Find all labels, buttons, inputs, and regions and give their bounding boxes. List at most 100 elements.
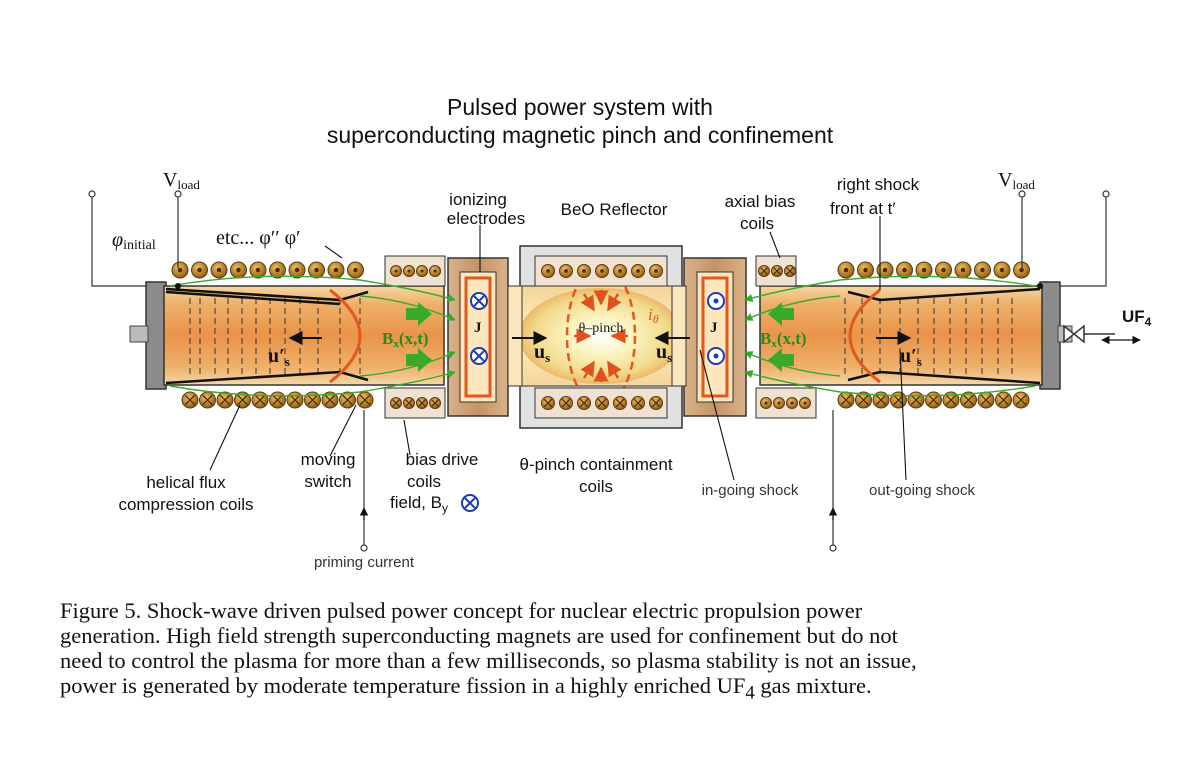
phi-initial-label: φinitial <box>112 229 156 253</box>
coil-left-bottom-cross <box>324 394 336 406</box>
title-line-1: Pulsed power system with <box>447 94 713 120</box>
left-current-loop <box>464 276 492 398</box>
coil-right-bottom-cross <box>963 394 974 406</box>
helical-label-2: compression coils <box>118 495 253 514</box>
coil-theta-top-center <box>618 269 622 273</box>
coil-theta-bottom-cross <box>633 398 643 408</box>
coil-left-top-center <box>255 267 261 273</box>
coil-axial-bottom-center <box>777 401 781 405</box>
leader-lines <box>209 216 907 481</box>
coil-left-bottom-cross <box>254 394 266 406</box>
coil-bias-bottom-cross <box>405 399 413 407</box>
caption-line-1: Figure 5. Shock-wave driven pulsed power… <box>60 598 863 623</box>
theta-containment-label-1: θ-pinch containment <box>519 455 672 474</box>
right-connector <box>671 285 687 387</box>
coil-theta-bottom-cross <box>561 398 571 408</box>
uf4-label: UF4 <box>1122 307 1152 329</box>
coil-theta-top-center <box>546 269 550 273</box>
moving-label-2: switch <box>304 472 351 491</box>
coil-axial-bottom-center <box>790 401 794 405</box>
caption-line-3: need to control the plasma for more than… <box>60 648 917 673</box>
axial-label-2: coils <box>740 214 774 233</box>
coil-right-bottom-cross <box>910 394 922 406</box>
bias-drive-label-1: bias drive <box>406 450 479 469</box>
coil-right-bottom-cross <box>928 394 939 406</box>
coil-theta-bottom-cross <box>597 398 607 408</box>
coil-right-top-center <box>843 267 849 273</box>
bias-drive-label-2: coils <box>407 472 441 491</box>
coil-bias-top-center <box>420 269 424 273</box>
moving-label-1: moving <box>301 450 356 469</box>
coil-left-bottom-cross <box>237 394 248 406</box>
coil-theta-top-center <box>564 269 568 273</box>
terminal-leads <box>91 196 1107 545</box>
junction-dots <box>175 283 1043 289</box>
coil-left-bottom-cross <box>342 394 353 406</box>
coil-right-top-center <box>960 267 966 273</box>
left-shock-front <box>329 288 362 384</box>
coil-right-bottom-cross <box>875 394 887 406</box>
coil-left-bottom-cross <box>289 394 301 406</box>
coil-bias-bottom-cross <box>431 399 439 407</box>
coil-bias-top-center <box>407 269 411 273</box>
coil-right-bottom-cross <box>840 394 852 406</box>
priming-current-label: priming current <box>314 554 415 571</box>
coil-left-top-center <box>333 267 339 273</box>
right-end-cap <box>1039 281 1061 390</box>
coil-theta-top-center <box>582 269 586 273</box>
coil-theta-top-center <box>636 269 640 273</box>
coil-right-bottom-cross <box>980 394 992 406</box>
ionizing-label-1: ionizing <box>449 190 507 209</box>
coil-theta-top-center <box>654 269 658 273</box>
coil-right-top-center <box>999 267 1005 273</box>
in-going-shock-label: in-going shock <box>702 482 799 499</box>
coil-left-bottom-cross <box>219 394 231 406</box>
us-left-prime-label: u′s <box>268 345 290 369</box>
coil-bias-bottom-cross <box>418 399 426 407</box>
beo-label: BeO Reflector <box>561 200 668 219</box>
left-wall-lines <box>189 298 361 375</box>
v-load-left-label: Vload <box>163 169 200 192</box>
plasma-core <box>519 288 683 384</box>
right-wall-lines <box>844 298 1013 375</box>
coil-left-bottom-cross <box>307 394 318 406</box>
coil-left-bottom-cross <box>272 394 283 406</box>
field-lines <box>169 275 1036 397</box>
coil-right-bottom-cross <box>858 394 869 406</box>
i-theta-label: iθ <box>648 305 659 326</box>
bx-right-label: Bx(x,t) <box>760 329 807 350</box>
field-push-arrows <box>406 302 794 372</box>
coil-bias-bottom-cross <box>392 399 400 407</box>
coil-left-bottom-cross <box>359 394 371 406</box>
coil-axial-top-cross <box>760 267 768 275</box>
green-arrow-right-top <box>768 302 794 326</box>
coil-bias-top-center <box>433 269 437 273</box>
caption-line-2: generation. High field strength supercon… <box>60 623 898 648</box>
coil-left-top-center <box>197 267 202 273</box>
us-right-prime-label: u′s <box>900 345 922 369</box>
coil-right-top-center <box>980 267 985 273</box>
coil-right-top-center <box>882 267 888 273</box>
coil-left-top-center <box>275 267 280 273</box>
coil-axial-bottom-center <box>803 401 807 405</box>
coil-left-top-center <box>314 267 319 273</box>
coil-right-top-center <box>1019 267 1024 273</box>
coil-axial-bottom-center <box>764 401 768 405</box>
cross-in-icon <box>461 494 479 512</box>
right-shock-label-1: right shock <box>837 175 920 194</box>
right-shock-front <box>848 288 881 384</box>
left-connector <box>507 285 523 387</box>
coil-left-top-center <box>236 267 241 273</box>
green-arrow-left-bottom <box>406 348 432 372</box>
helical-label-1: helical flux <box>146 473 226 492</box>
left-port <box>129 325 149 343</box>
us-center-right-label: us <box>656 341 672 365</box>
coil-theta-bottom-cross <box>651 398 661 408</box>
coil-right-bottom-cross <box>945 394 957 406</box>
right-liner <box>847 287 1041 385</box>
green-arrow-left-top <box>406 302 432 326</box>
title-line-2: superconducting magnetic pinch and confi… <box>327 122 834 148</box>
ionizing-label-2: electrodes <box>447 209 525 228</box>
coil-right-top-center <box>941 267 946 273</box>
